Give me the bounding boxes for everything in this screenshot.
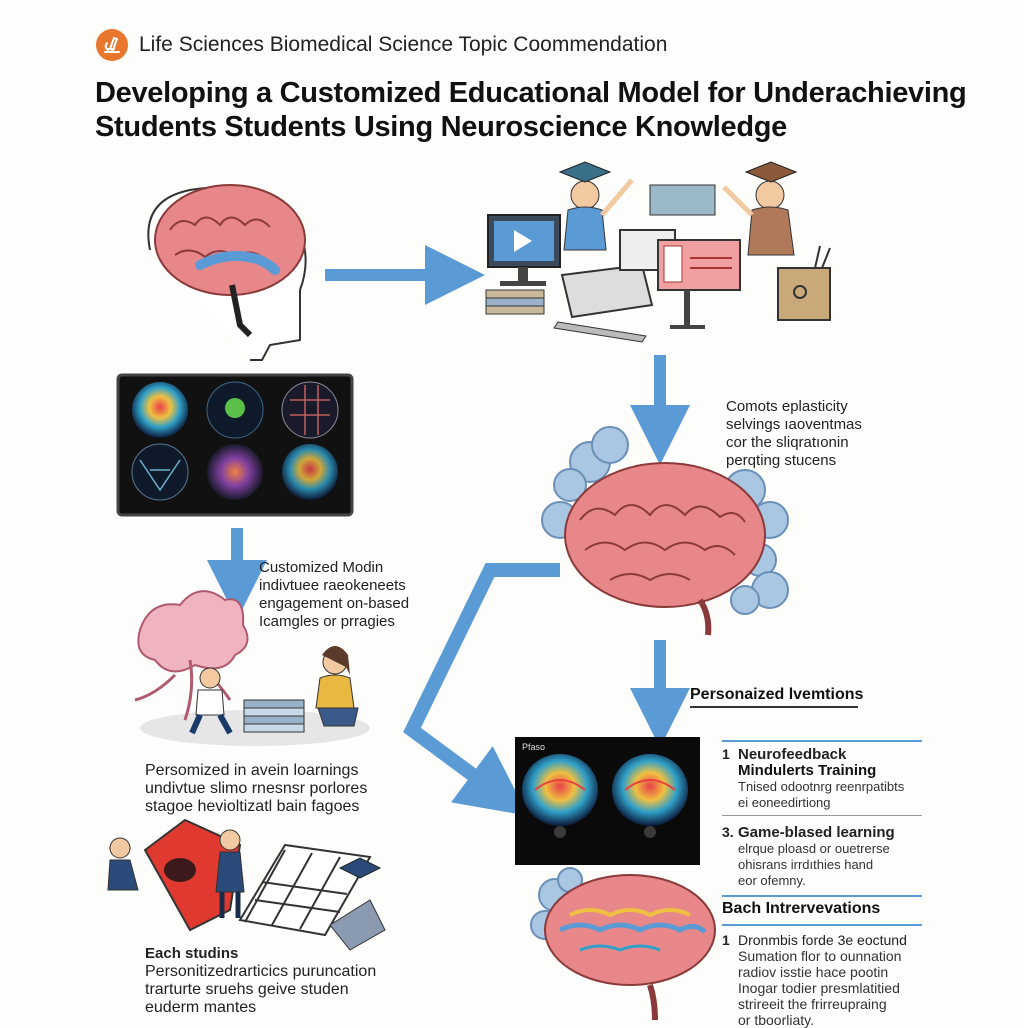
personized-caption: Persomized in avein loarnings undivtue s… — [145, 762, 367, 816]
header: Life Sciences Biomedical Science Topic C… — [95, 28, 667, 62]
list-divider — [722, 740, 922, 742]
customized-line-3: engagement on-based — [259, 595, 410, 612]
customized-line-2: indivtuee raeokeneets — [259, 577, 406, 594]
item-title-2: Mindulerts Training — [738, 762, 877, 779]
interventions-heading: Personaized lvemtions — [690, 686, 864, 703]
plasticity-brain — [541, 426, 789, 636]
plasticity-line-2: selvings ıaoventmas — [726, 416, 862, 433]
item-line: ei eoneedirtiong — [738, 795, 831, 810]
list-divider — [722, 895, 922, 897]
bach-heading: Bach Intrervevations — [722, 900, 881, 917]
org-name: Life Sciences Biomedical Science Topic C… — [139, 33, 668, 56]
item-number: 1 — [722, 932, 730, 948]
item-line: elrque ploasd or ouetrerse — [738, 841, 890, 856]
scan-label: Pfaso — [522, 742, 545, 752]
item-line: Sumation flor to ounnation — [738, 948, 902, 964]
customized-caption: Customized Modin indivtuee raeokeneets e… — [259, 559, 409, 631]
brain-scan-panel — [116, 373, 354, 517]
page-title: Developing a Customized Educational Mode… — [95, 76, 975, 144]
fmri-scan-panel: Pfaso — [515, 737, 700, 865]
classroom-illustration — [485, 161, 831, 343]
each-line-2: trarturte sruehs geive studen — [145, 981, 349, 998]
item-line: radiov isstie hace pootin — [738, 964, 889, 980]
intervention-item: 1 Neurofeedback Mindulerts Training Tnise… — [722, 746, 922, 811]
each-line-3: euderm mantes — [145, 999, 257, 1016]
item-line: strireeit the frirreupraing — [738, 996, 887, 1012]
item-title: Game-blased learning — [738, 824, 895, 841]
each-line-1: Personitizedrarticics puruncation — [145, 963, 377, 980]
item-line: Tnised odootnrg reenrpatibts — [738, 779, 905, 794]
interventions-list: 1 Neurofeedback Mindulerts Training Tnise… — [722, 740, 922, 897]
title-line-1: Developing a Customized Educational Mode… — [95, 77, 967, 109]
plasticity-line-3: cor the sliqratıonin — [726, 434, 849, 451]
item-line: Dronmbis forde 3e eoctund — [738, 932, 907, 948]
microscope-icon — [96, 29, 128, 61]
bach-list: 1 Dronmbis forde 3e eoctund Sumation flor… — [722, 924, 922, 1028]
personized-line-2: undivtue slimo rnesnsr porlores — [145, 780, 368, 797]
item-number: 1 — [722, 746, 730, 762]
arrow-bent — [403, 563, 560, 816]
students-scene — [107, 818, 386, 951]
intervention-item: 3.Game-blased learning elrque ploasd or … — [722, 824, 922, 889]
tree-brain-scene — [134, 590, 370, 746]
head-brain-illustration — [147, 184, 307, 361]
personized-line-1: Persomized in avein loarnings — [145, 762, 359, 779]
plasticity-line-1: Comots eplasticity — [726, 398, 848, 415]
customized-line-1: Customized Modin — [259, 559, 384, 576]
item-title: Neurofeedback — [738, 746, 847, 763]
plasticity-line-4: perqting stucens — [726, 452, 837, 469]
interventions-heading-underline — [690, 706, 858, 708]
list-divider — [722, 924, 922, 926]
item-line: ohisrans irrdıthies hand — [738, 857, 874, 872]
list-divider — [722, 815, 922, 816]
title-line-2: Students Students Using Neuroscience Kno… — [95, 111, 787, 143]
personized-line-3: stagoe hevioltizatl bain fagoes — [145, 798, 360, 815]
item-line: or tboorliaty. — [738, 1012, 814, 1028]
plasticity-caption: Comots eplasticity selvings ıaoventmas c… — [726, 398, 862, 470]
customized-line-4: Icamgles or prragies — [259, 613, 395, 630]
each-heading: Each studins — [145, 945, 239, 962]
bach-item: 1 Dronmbis forde 3e eoctund Sumation flor… — [722, 932, 922, 1028]
colorful-brain — [530, 867, 716, 1021]
item-number: 3. — [722, 824, 734, 840]
item-line: Inogar todier presmlatitied — [738, 980, 900, 996]
each-caption: Each studins Personitizedrarticics purun… — [145, 945, 376, 1017]
item-line: eor ofemny. — [738, 873, 806, 888]
